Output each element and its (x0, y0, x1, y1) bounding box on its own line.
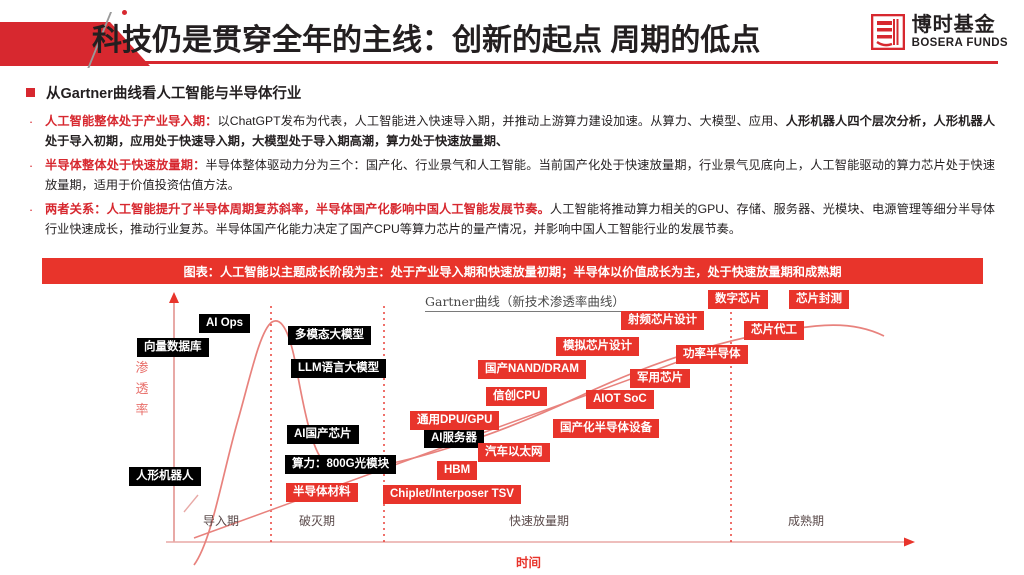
chart-label-chip-foundry: 芯片代工 (744, 321, 804, 340)
chart-label-multimodal: 多模态大模型 (288, 326, 371, 345)
chart-caption-banner: 图表：人工智能以主题成长阶段为主：处于产业导入期和快速放量初期；半导体以价值成长… (42, 258, 983, 284)
dot-bullet-icon: · (28, 114, 34, 129)
page-title: 科技仍是贯穿全年的主线：创新的起点 周期的低点 (92, 24, 761, 57)
section-heading-row: 从Gartner曲线看人工智能与半导体行业 (26, 82, 1001, 103)
chart-label-vector-db: 向量数据库 (137, 338, 209, 357)
bullet-lead-2: 半导体整体处于快速放量期： (45, 158, 206, 172)
page-header: 科技仍是贯穿全年的主线：创新的起点 周期的低点 博时基金 BOSERA FUND… (0, 0, 1024, 68)
stage-label-maturity: 成熟期 (788, 514, 825, 528)
stage-label-trough: 破灭期 (299, 514, 336, 528)
logo-text-cn: 博时基金 (911, 13, 996, 36)
dot-bullet-icon: · (28, 158, 34, 173)
chart-label-rf-chip-design: 射频芯片设计 (621, 311, 704, 330)
chart-label-general-dpu-gpu: 通用DPU/GPU (410, 411, 500, 430)
chart-label-hbm: HBM (437, 461, 478, 480)
chart-label-domestic-semi-equipment: 国产化半导体设备 (553, 419, 659, 438)
chart-label-power-semi: 功率半导体 (676, 345, 748, 364)
header-dot-marker (122, 10, 127, 15)
company-logo: 博时基金 BOSERA FUNDS (870, 8, 1008, 56)
section-heading: 从Gartner曲线看人工智能与半导体行业 (46, 86, 302, 102)
bullet-paragraph-3: · 两者关系：人工智能提升了半导体周期复苏斜率，半导体国产化影响中国人工智能发展… (26, 200, 1001, 239)
bullet-paragraph-1: · 人工智能整体处于产业导入期：以ChatGPT发布为代表，人工智能进入快速导入… (26, 112, 1001, 151)
header-underline-rule (92, 61, 998, 64)
bullet-rest-2: 半导体整体驱动力分为三个：国产化、行业景气和人工智能。当前国产化处于快速放量期，… (45, 158, 996, 192)
stage-label-rapid-growth: 快速放量期 (509, 514, 570, 528)
chart-label-compute-800g: 算力：800G光模块 (285, 455, 397, 474)
chart-label-chip-packaging-test: 芯片封测 (789, 290, 849, 309)
gartner-chart: 渗透率 Gartner曲线（新技术渗透率曲线） AI Ops 向量数据库 多模态… (16, 290, 1008, 570)
bullet-text-2: 半导体整体处于快速放量期：半导体整体驱动力分为三个：国产化、行业景气和人工智能。… (45, 156, 995, 195)
chart-label-analog-chip-design: 模拟芯片设计 (556, 337, 639, 356)
chart-label-chiplet-tsv: Chiplet/Interposer TSV (383, 485, 521, 504)
chart-label-aiot-soc: AIOT SoC (586, 390, 654, 409)
bullet-rest-1: 以ChatGPT发布为代表，人工智能进入快速导入期，并推动上游算力建设加速。从算… (217, 114, 786, 128)
chart-label-ai-server: AI服务器 (424, 429, 484, 448)
chart-label-digital-chip: 数字芯片 (708, 290, 768, 309)
chart-label-automotive-ethernet: 汽车以太网 (478, 443, 550, 462)
bullet-lead-1: 人工智能整体处于产业导入期： (45, 114, 218, 128)
chart-label-llm: LLM语言大模型 (291, 359, 387, 378)
bullet-text-3: 两者关系：人工智能提升了半导体周期复苏斜率，半导体国产化影响中国人工智能发展节奏… (45, 200, 995, 239)
bullet-bold-1: 人形机器人四个层次分析，人形机器人处于导入初期，应用处于快速导入期，大模型处于导… (45, 114, 996, 148)
chart-label-domestic-nand-dram: 国产NAND/DRAM (478, 360, 586, 379)
chart-label-military-chip: 军用芯片 (630, 369, 690, 388)
logo-text-en: BOSERA FUNDS (911, 36, 1008, 49)
x-axis-label: 时间 (516, 555, 542, 570)
chart-label-xinchuang-cpu: 信创CPU (486, 387, 548, 406)
dot-bullet-icon: · (28, 202, 34, 217)
bullet-paragraph-2: · 半导体整体处于快速放量期：半导体整体驱动力分为三个：国产化、行业景气和人工智… (26, 156, 1001, 195)
chart-inner-title: Gartner曲线（新技术渗透率曲线） (425, 291, 625, 312)
chart-label-semi-materials: 半导体材料 (286, 483, 358, 502)
y-axis-label: 渗透率 (135, 361, 149, 418)
chart-label-ai-ops: AI Ops (199, 314, 251, 333)
bullet-rest-3: 人工智能将推动算力相关的GPU、存储、服务器、光模块、电源管理等细分半导体行业快… (45, 202, 995, 236)
bullet-lead-3: 两者关系：人工智能提升了半导体周期复苏斜率，半导体国产化影响中国人工智能发展节奏… (45, 202, 550, 216)
bosera-logo-icon (870, 13, 905, 51)
content-body: 从Gartner曲线看人工智能与半导体行业 · 人工智能整体处于产业导入期：以C… (26, 82, 1001, 244)
bullet-text-1: 人工智能整体处于产业导入期：以ChatGPT发布为代表，人工智能进入快速导入期，… (45, 112, 995, 151)
square-bullet-icon (26, 88, 35, 97)
chart-label-humanoid-robot: 人形机器人 (129, 467, 201, 486)
chart-label-ai-domestic-chip: AI国产芯片 (287, 425, 359, 444)
stage-label-introduction: 导入期 (203, 514, 240, 528)
